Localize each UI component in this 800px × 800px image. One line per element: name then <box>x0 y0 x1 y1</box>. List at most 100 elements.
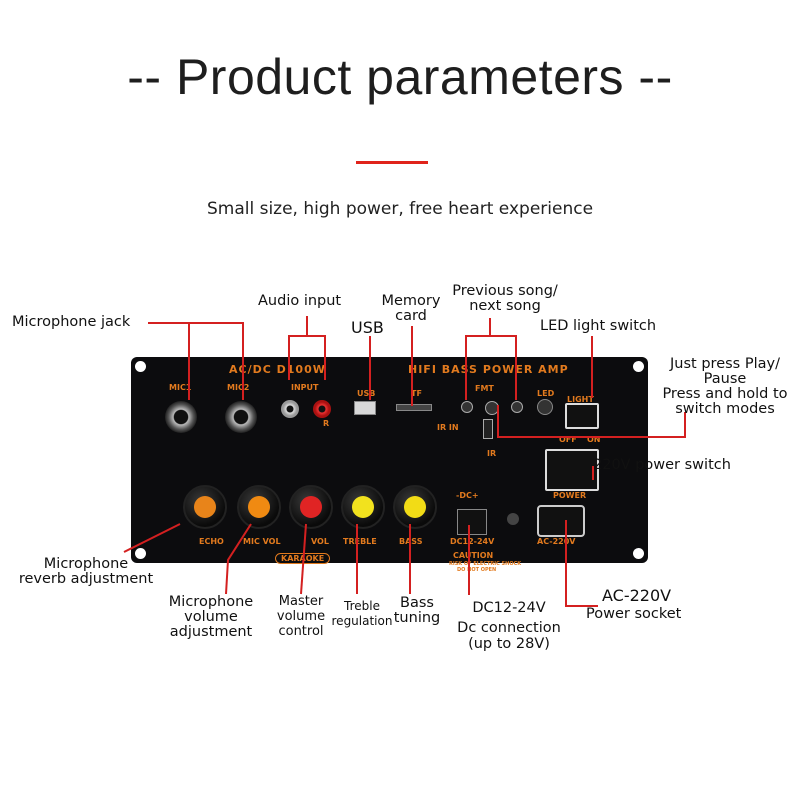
rca-input-left[interactable] <box>281 400 299 418</box>
mount-hole <box>135 548 146 559</box>
dc-rating-label: DC12-24V <box>450 537 495 546</box>
board-series-label: HIFI BASS POWER AMP <box>408 363 569 376</box>
dc-fuse <box>507 513 519 525</box>
master-vol-knob-cap <box>300 496 322 518</box>
callout-line-master <box>300 523 307 595</box>
label-dc-1: DC12-24V <box>472 600 546 616</box>
caution-label: CAUTION <box>453 551 494 560</box>
callout-line-mic2 <box>189 322 244 400</box>
label-usb: USB <box>351 318 384 337</box>
mic1-jack[interactable] <box>165 401 197 433</box>
label-mic-vol-2: volume <box>184 609 238 625</box>
label-power-switch: 220V power switch <box>593 457 731 473</box>
label-play-1: Just press Play/ <box>670 356 780 372</box>
mic2-label: MIC2 <box>227 383 250 392</box>
callout-line-audio-input <box>288 316 308 380</box>
label-memory-card-1: Memory <box>381 293 441 309</box>
input-r-label: R <box>323 419 330 428</box>
label-dc-3: (up to 28V) <box>468 636 550 652</box>
fmt-label: FMT <box>475 384 494 393</box>
caution-detail-1: RISK OF ELECTRIC SHOCK <box>449 561 522 567</box>
label-prev-next-1: Previous song/ <box>452 283 558 299</box>
label-reverb-2: reverb adjustment <box>18 571 154 587</box>
label-bass-1: Bass <box>400 595 434 611</box>
echo-label: ECHO <box>199 537 224 546</box>
treble-knob[interactable] <box>341 485 385 529</box>
label-reverb-1: Microphone <box>43 556 129 572</box>
input-label: INPUT <box>291 383 319 392</box>
power-silk-label: POWER <box>553 491 587 500</box>
rca-input-right[interactable] <box>313 400 331 418</box>
mic-vol-knob[interactable] <box>237 485 281 529</box>
callout-line-reverb <box>123 523 181 553</box>
callout-line-next <box>490 335 517 400</box>
mic-vol-knob-cap <box>248 496 270 518</box>
led-indicator <box>537 399 553 415</box>
ir-label: IR <box>487 449 497 458</box>
label-memory-card-2: card <box>395 308 427 324</box>
label-mic-vol-1: Microphone <box>168 594 254 610</box>
previous-button[interactable] <box>461 401 473 413</box>
mic-vol-label: MIC VOL <box>243 537 281 546</box>
mic1-label: MIC1 <box>169 383 192 392</box>
label-prev-next-2: next song <box>469 298 541 314</box>
master-vol-knob[interactable] <box>289 485 333 529</box>
ac-rating-label: AC-220V <box>537 537 576 546</box>
next-button[interactable] <box>511 401 523 413</box>
treble-knob-cap <box>352 496 374 518</box>
tf-card-slot[interactable] <box>396 404 432 411</box>
off-label: OFF <box>559 435 577 444</box>
callout-line-prev <box>465 318 491 400</box>
label-play-3: Press and hold to <box>662 386 788 402</box>
callout-line-ac <box>565 520 598 607</box>
mic2-jack[interactable] <box>225 401 257 433</box>
usb-silk-label: USB <box>357 389 376 398</box>
label-microphone-jack: Microphone jack <box>12 314 131 330</box>
caution-detail-2: DO NOT OPEN <box>457 567 497 573</box>
label-audio-input: Audio input <box>258 293 342 309</box>
led-light-switch[interactable] <box>565 403 599 429</box>
led-silk-label: LED <box>537 389 555 398</box>
ir-receiver <box>483 419 493 439</box>
callout-line-audio-input-r <box>307 335 326 380</box>
label-master-1: Master <box>278 594 324 609</box>
label-master-3: control <box>278 624 324 639</box>
callout-line-mic-vol <box>225 523 252 595</box>
label-mic-vol-3: adjustment <box>169 624 253 640</box>
tf-silk-label: TF <box>411 389 422 398</box>
dc-polarity-label: -DC+ <box>456 491 479 500</box>
echo-knob-cap <box>194 496 216 518</box>
ac-power-socket[interactable] <box>537 505 585 537</box>
label-master-2: volume <box>276 609 326 624</box>
on-label: ON <box>587 435 601 444</box>
echo-knob[interactable] <box>183 485 227 529</box>
label-led-switch: LED light switch <box>540 318 657 334</box>
usb-port[interactable] <box>354 401 376 415</box>
board-model-label: AC/DC D100W <box>229 363 326 376</box>
mount-hole <box>633 361 644 372</box>
mount-hole <box>633 548 644 559</box>
light-silk-label: LIGHT <box>567 395 594 404</box>
label-treble-1: Treble <box>344 599 380 613</box>
title-accent-line <box>356 161 428 164</box>
label-dc-2: Dc connection <box>457 620 561 636</box>
page-title: -- Product parameters -- <box>127 49 673 105</box>
treble-label: TREBLE <box>343 537 377 546</box>
amplifier-board: AC/DC D100W HIFI BASS POWER AMP MIC1 MIC… <box>131 357 648 573</box>
vol-label: VOL <box>311 537 329 546</box>
label-play-4: switch modes <box>675 401 775 417</box>
label-ac-2: Power socket <box>586 606 682 622</box>
callout-line-play <box>497 405 686 438</box>
page-subtitle: Small size, high power, free heart exper… <box>206 199 594 219</box>
label-play-2: Pause <box>703 371 747 387</box>
label-bass-2: tuning <box>393 610 441 626</box>
callout-line-mic-jack <box>148 322 190 400</box>
ir-in-label: IR IN <box>437 423 459 432</box>
bass-knob-cap <box>404 496 426 518</box>
bass-knob[interactable] <box>393 485 437 529</box>
mount-hole <box>135 361 146 372</box>
label-treble-2: regulation <box>331 614 393 628</box>
power-switch[interactable] <box>545 449 599 491</box>
dc-input-socket[interactable] <box>457 509 487 535</box>
